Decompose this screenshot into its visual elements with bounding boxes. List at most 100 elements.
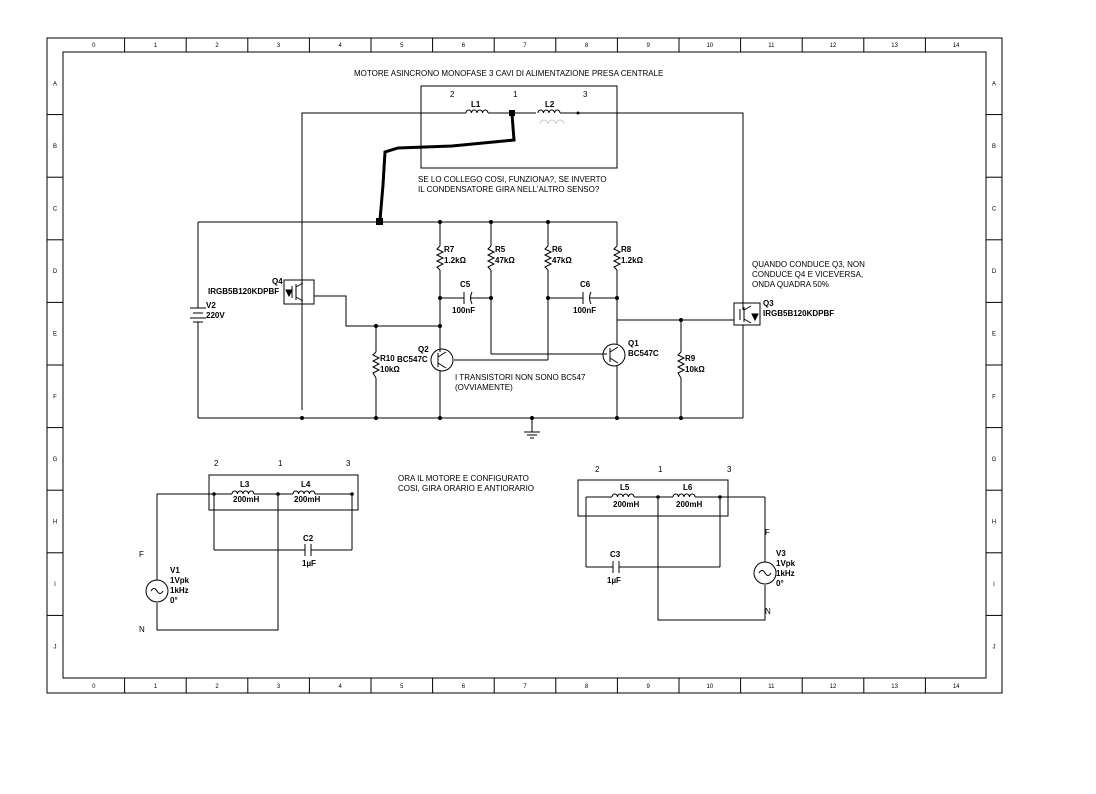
c6-value: 100nF <box>573 306 596 315</box>
frame-col-label: 3 <box>277 684 281 690</box>
top-terminal-1: 1 <box>513 90 518 99</box>
frame-row-label: E <box>53 332 57 338</box>
right-motor-circuit <box>577 479 777 621</box>
frame-row-label: G <box>53 457 58 463</box>
v2-value: 220V <box>206 311 225 320</box>
left-terminal-2: 2 <box>214 459 219 468</box>
left-motor-circuit <box>145 474 359 631</box>
top-terminal-2: 2 <box>450 90 455 99</box>
left-terminal-1: 1 <box>278 459 283 468</box>
right-terminal-3: 3 <box>727 465 732 474</box>
top-terminal-3: 3 <box>583 90 588 99</box>
frame-row-label: A <box>992 81 996 87</box>
frame-col-label: 5 <box>400 684 404 690</box>
l5-name: L5 <box>620 483 630 492</box>
v3-line2: 1kHz <box>776 569 795 578</box>
r6-name: R6 <box>552 245 563 254</box>
left-n-label: N <box>139 625 145 634</box>
frame-row-label: J <box>54 645 57 651</box>
faded-coil-marks <box>539 119 565 125</box>
frame-col-label: 9 <box>647 684 651 690</box>
question-note-line1: SE LO COLLEGO COSI, FUNZIONA?, SE INVERT… <box>418 175 607 184</box>
question-note-line2: IL CONDENSATORE GIRA NELL'ALTRO SENSO? <box>418 185 600 194</box>
q1-part: BC547C <box>628 349 659 358</box>
right-motor-dots <box>656 495 722 499</box>
frame-col-label: 13 <box>891 684 898 690</box>
frame-col-label: 11 <box>768 684 775 690</box>
frame-col-label: 4 <box>339 43 343 49</box>
frame-col-label: 14 <box>953 684 960 690</box>
frame-row-label: C <box>992 207 997 213</box>
frame-col-label: 1 <box>154 43 158 49</box>
frame-row-label: C <box>53 207 58 213</box>
l4-name: L4 <box>301 480 311 489</box>
inductor-l1 <box>465 109 489 114</box>
config-note-line2: COSI, GIRA ORARIO E ANTIORARIO <box>398 484 534 493</box>
v3-line3: 0° <box>776 579 784 588</box>
inductor-l5 <box>611 493 635 498</box>
left-motor-dots <box>212 492 354 496</box>
bjt-q1 <box>602 343 626 367</box>
q1-name: Q1 <box>628 339 639 348</box>
c5-name: C5 <box>460 280 471 289</box>
r10-name: R10 <box>380 354 395 363</box>
frame-row-label: D <box>992 269 997 275</box>
ac-source-v3-wave <box>758 570 772 576</box>
r9-name: R9 <box>685 354 696 363</box>
q2-name: Q2 <box>418 345 429 354</box>
frame-col-label: 6 <box>462 684 466 690</box>
right-f-label: F <box>765 528 770 537</box>
ground-symbol <box>524 431 540 439</box>
c2-value: 1µF <box>302 559 316 568</box>
v1-name: V1 <box>170 566 180 575</box>
l6-name: L6 <box>683 483 693 492</box>
frame-row-label: I <box>993 582 995 588</box>
r9-value: 10kΩ <box>685 365 705 374</box>
q3-note-line3: ONDA QUADRA 50% <box>752 280 829 289</box>
resistors <box>371 245 686 379</box>
config-note-line1: ORA IL MOTORE E CONFIGURATO <box>398 474 529 483</box>
igbt-q4 <box>285 282 304 302</box>
q3-part: IRGB5B120KDPBF <box>763 309 834 318</box>
frame-col-label: 12 <box>830 43 837 49</box>
left-f-label: F <box>139 550 144 559</box>
frame-col-label: 8 <box>585 684 589 690</box>
resistor-r6 <box>543 245 553 271</box>
igbt-q3 <box>739 305 759 324</box>
frame-col-label: 10 <box>706 43 713 49</box>
frame-row-label: D <box>53 269 58 275</box>
resistor-r9 <box>676 351 686 379</box>
frame-col-label: 7 <box>523 684 527 690</box>
r8-value: 1.2kΩ <box>621 256 644 265</box>
r5-value: 47kΩ <box>495 256 515 265</box>
inductor-l2 <box>537 109 561 114</box>
frame-grid-labels: 0011223344556677889910101111121213131414… <box>53 43 997 690</box>
v1-line3: 0° <box>170 596 178 605</box>
capacitors-top <box>463 291 592 305</box>
frame-col-label: 1 <box>154 684 158 690</box>
v1-line2: 1kHz <box>170 586 189 595</box>
r7-name: R7 <box>444 245 455 254</box>
transistor-note-line1: I TRANSISTORI NON SONO BC547 <box>455 373 586 382</box>
frame-col-label: 8 <box>585 43 589 49</box>
c6-name: C6 <box>580 280 591 289</box>
v3-line1: 1Vpk <box>776 559 796 568</box>
drawing-frame <box>46 37 1003 694</box>
frame-col-label: 7 <box>523 43 527 49</box>
frame-col-label: 2 <box>215 684 219 690</box>
title-note: MOTORE ASINCRONO MONOFASE 3 CAVI DI ALIM… <box>354 69 663 78</box>
q4-name: Q4 <box>272 277 283 286</box>
frame-col-label: 5 <box>400 43 404 49</box>
frame-row-label: J <box>993 645 996 651</box>
junction-dots <box>300 110 683 420</box>
frame-col-label: 14 <box>953 43 960 49</box>
l4-value: 200mH <box>294 495 320 504</box>
frame-row-label: A <box>53 81 57 87</box>
r10-value: 10kΩ <box>380 365 400 374</box>
frame-row-label: I <box>54 582 56 588</box>
left-terminal-3: 3 <box>346 459 351 468</box>
inductor-l6 <box>672 493 696 498</box>
frame-col-label: 10 <box>706 684 713 690</box>
ac-source-v1-wave <box>150 588 164 594</box>
frame-row-label: B <box>53 144 57 150</box>
